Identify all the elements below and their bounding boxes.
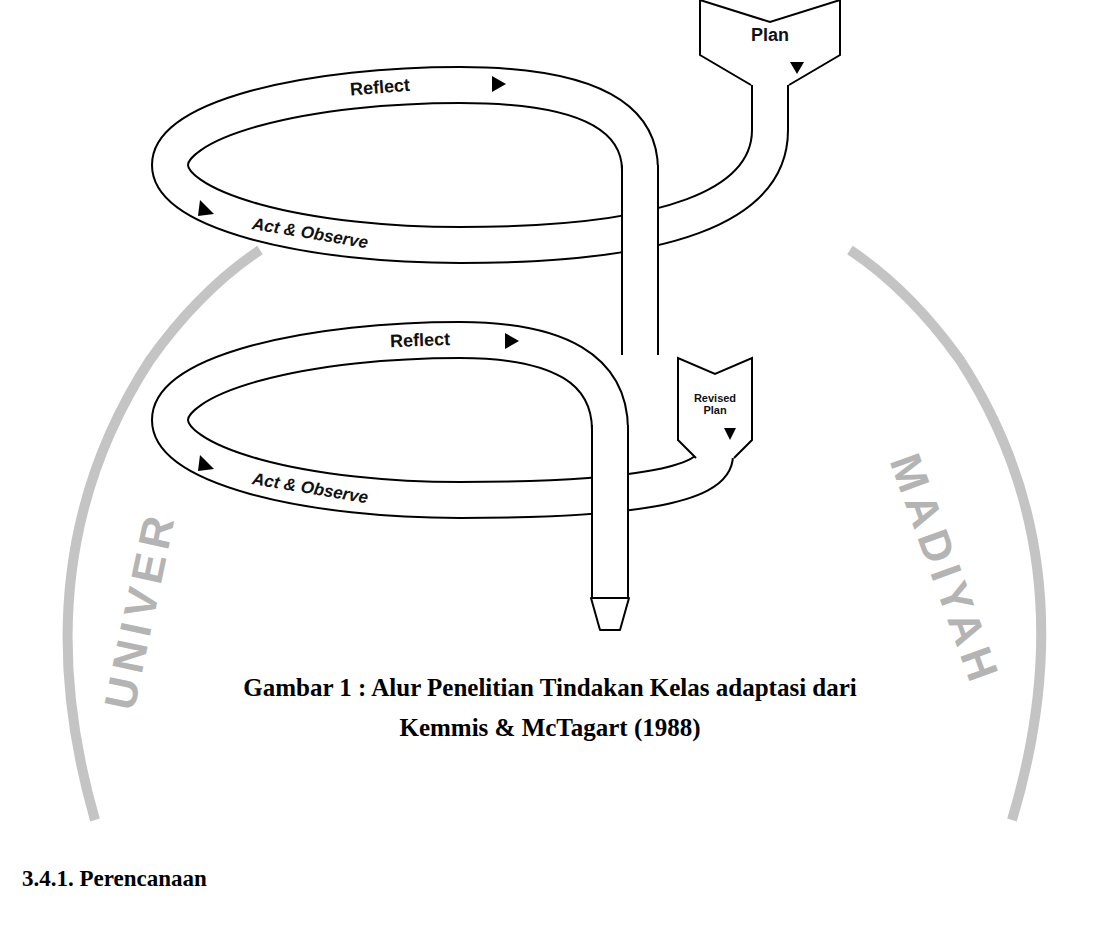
plan-arrow-box — [700, 0, 840, 85]
arrowhead — [198, 200, 214, 216]
arrowhead — [724, 428, 736, 440]
ribbon-tail — [591, 598, 629, 630]
arrowhead — [492, 76, 506, 92]
watermark-arc — [68, 250, 260, 820]
arrowhead — [505, 333, 519, 349]
ribbon-outline — [170, 340, 610, 430]
figure-caption: Gambar 1 : Alur Penelitian Tindakan Kela… — [200, 668, 900, 748]
ribbon-outline — [170, 85, 640, 170]
watermark-text: UNIVER — [95, 506, 186, 714]
revised-plan-box — [678, 358, 752, 458]
ribbon-outline — [621, 165, 659, 355]
stage-label: Reflect — [390, 330, 451, 352]
watermark-arc — [850, 250, 1041, 820]
watermark-text: MADIYAH — [880, 447, 1010, 693]
section-heading: 3.4.1. Perencanaan — [22, 866, 207, 892]
stage-label: Plan — [751, 26, 789, 46]
ribbon-fill — [623, 165, 657, 355]
ribbon-fill — [170, 85, 640, 170]
stage-label: Revised Plan — [687, 392, 743, 416]
watermark-arcs — [68, 250, 1042, 820]
arrowhead — [198, 455, 214, 471]
ribbon-fill — [593, 425, 627, 600]
arrowhead — [790, 62, 804, 74]
arrowheads — [198, 62, 804, 471]
ribbon-fill — [170, 340, 610, 430]
ribbon-outline — [591, 425, 629, 600]
spiral-ribbon — [170, 80, 770, 630]
